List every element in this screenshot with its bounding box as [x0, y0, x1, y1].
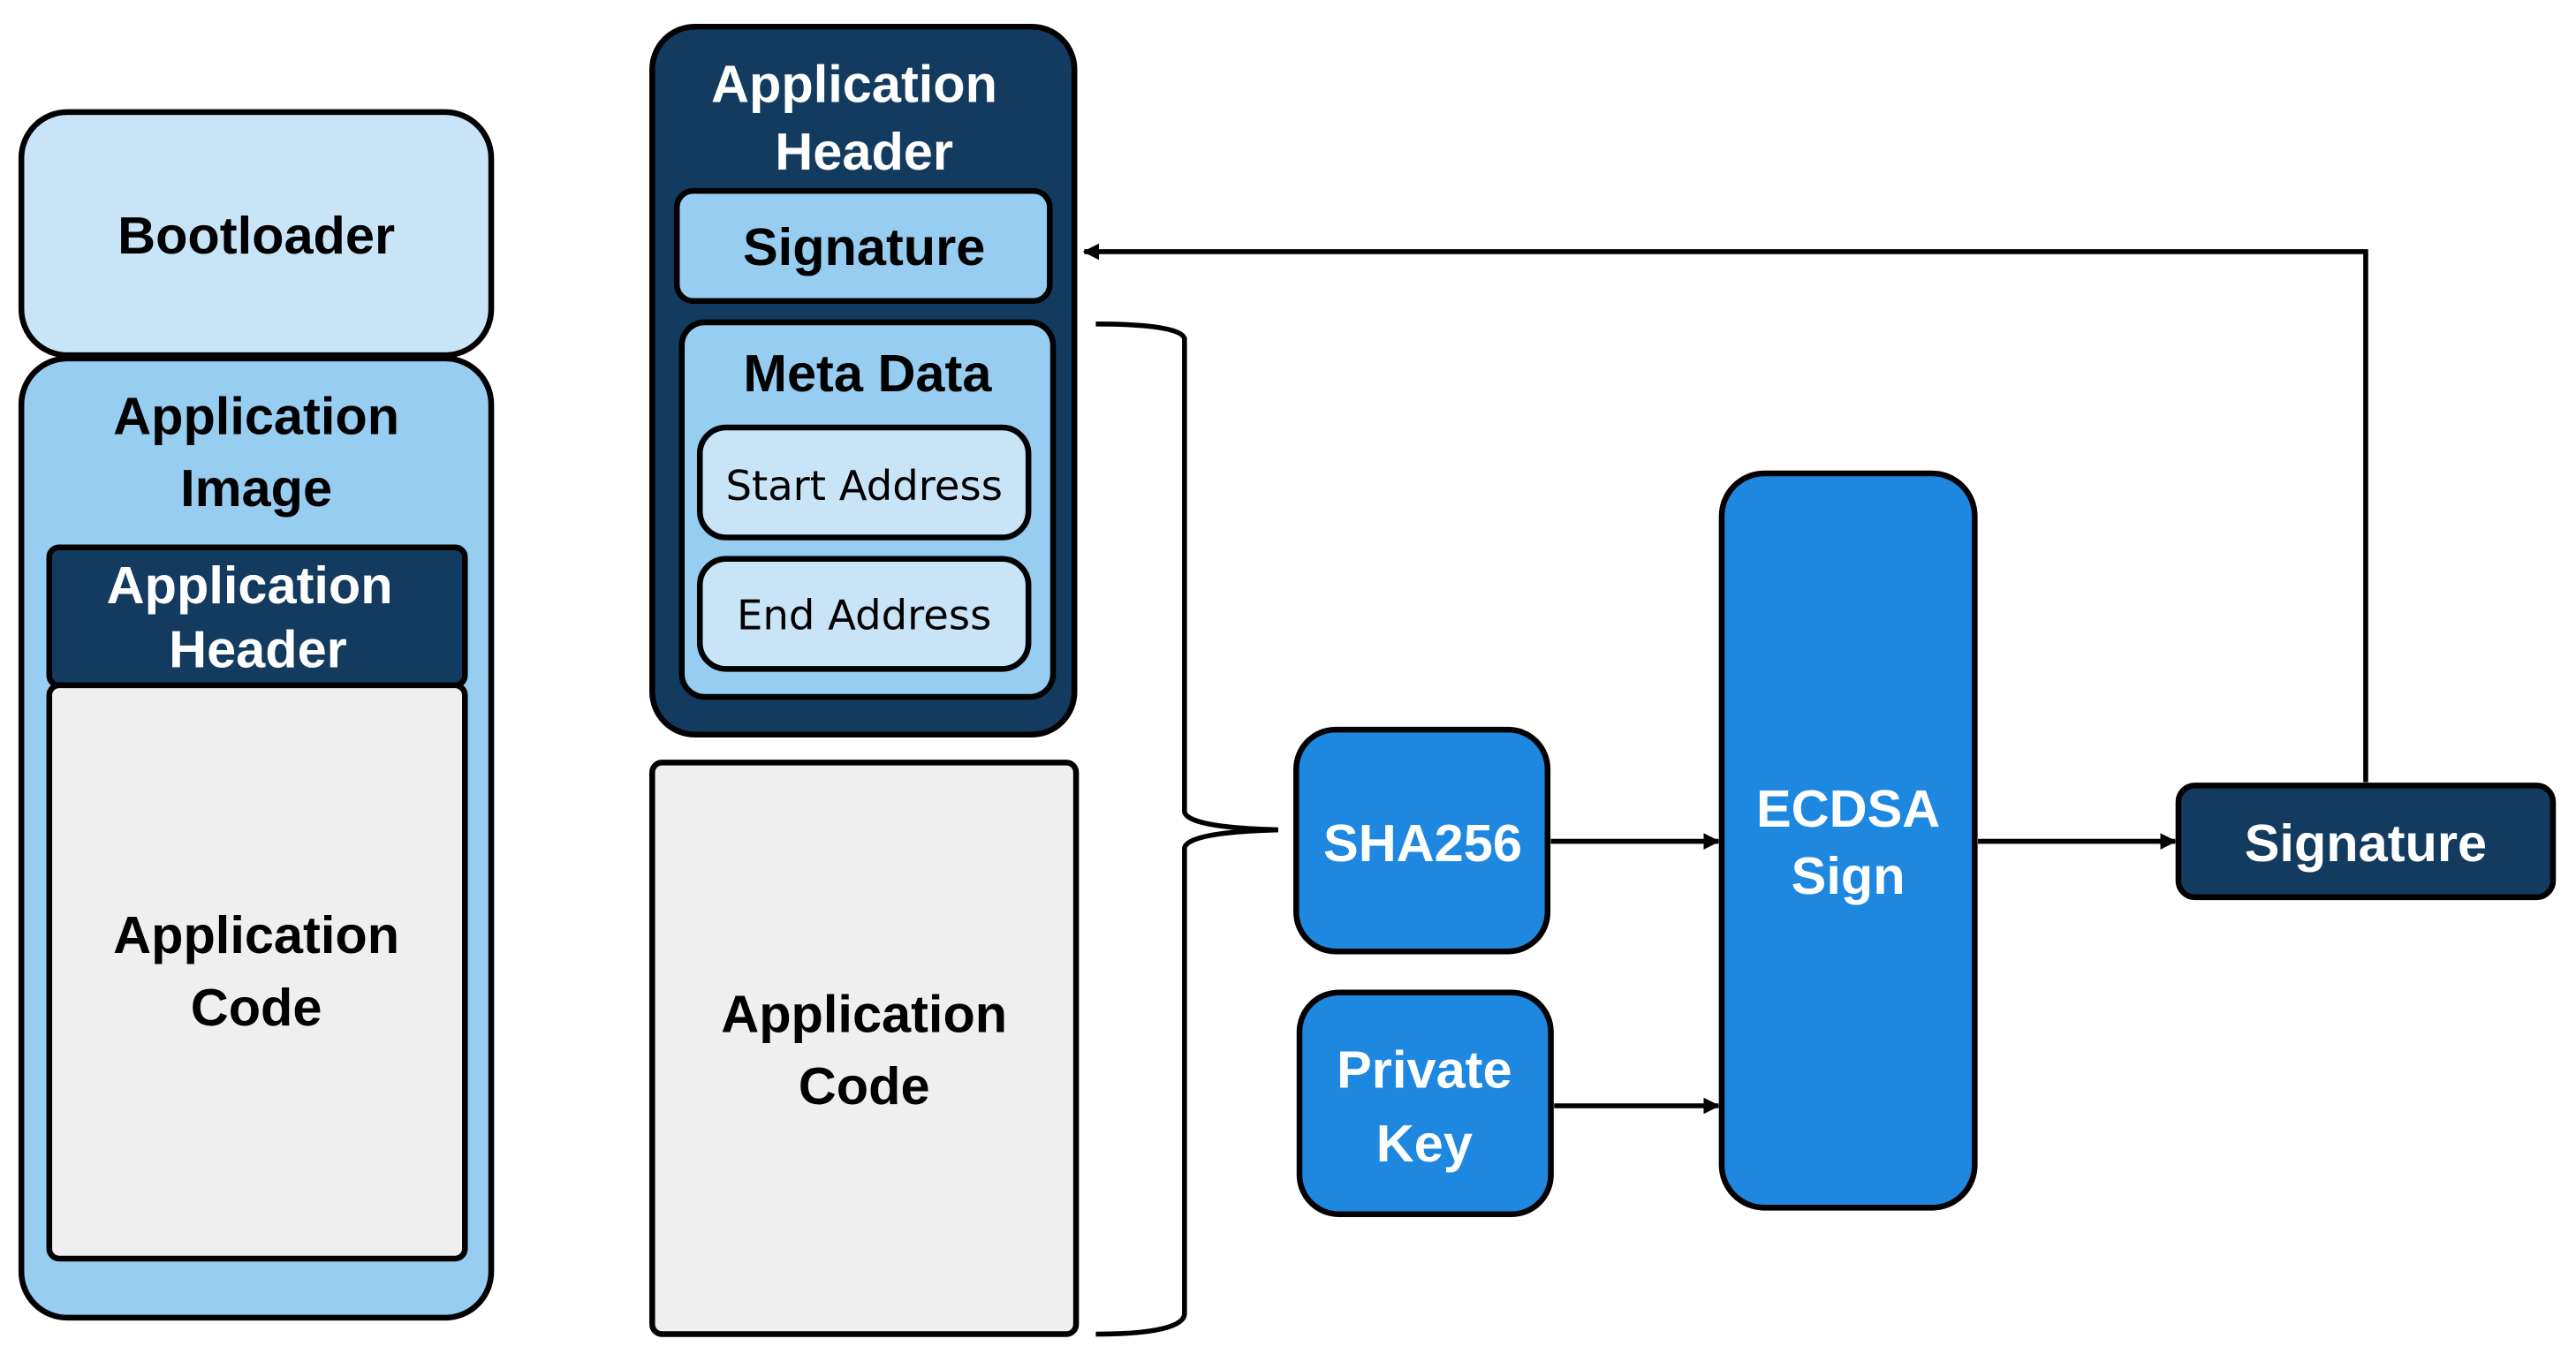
code-block: [649, 760, 1080, 1337]
header-detail-title-2: Header: [775, 122, 953, 181]
arrow-signature-feedback: [1082, 243, 2368, 783]
signature-output-label: Signature: [2245, 813, 2487, 873]
code-block-label-1: Application: [721, 984, 1007, 1043]
header-detail-title-1: Application: [711, 55, 997, 114]
ecdsa-sign-label-1: ECDSA: [1756, 779, 1940, 838]
private-key-label-2: Key: [1376, 1114, 1473, 1173]
application-header-label-2: Header: [169, 619, 347, 678]
application-code-label-2: Code: [191, 978, 322, 1037]
private-key-block: [1296, 989, 1554, 1218]
bootloader-block: [18, 109, 495, 359]
application-image-label-1: Application: [113, 386, 399, 445]
application-header-label-1: Application: [107, 556, 393, 615]
end-address-field: [696, 556, 1032, 672]
sha256-label: SHA256: [1323, 813, 1522, 873]
curly-brace: [1095, 321, 1278, 1337]
application-code-label-1: Application: [113, 905, 399, 964]
header-detail: Application Header Signature Meta Data S…: [649, 23, 1078, 737]
signature-output-block: [2175, 783, 2557, 901]
start-address-field: [696, 424, 1032, 541]
ecdsa-sign-block: [1718, 470, 1978, 1211]
application-image-label-2: Image: [180, 458, 332, 518]
meta-data-label: Meta Data: [743, 344, 992, 403]
signature-field: [673, 187, 1053, 305]
end-address-label: End Address: [737, 592, 991, 639]
private-key-label-1: Private: [1337, 1040, 1512, 1100]
application-code-block: [46, 682, 468, 1262]
signature-field-label: Signature: [743, 217, 985, 276]
bootloader-label: Bootloader: [117, 206, 395, 265]
sha256-block: [1293, 726, 1551, 955]
code-block-label-2: Code: [799, 1056, 930, 1116]
start-address-label: Start Address: [725, 462, 1002, 510]
memory-layout: Bootloader Application Image Application…: [18, 109, 495, 1321]
ecdsa-sign-label-2: Sign: [1792, 846, 1905, 905]
